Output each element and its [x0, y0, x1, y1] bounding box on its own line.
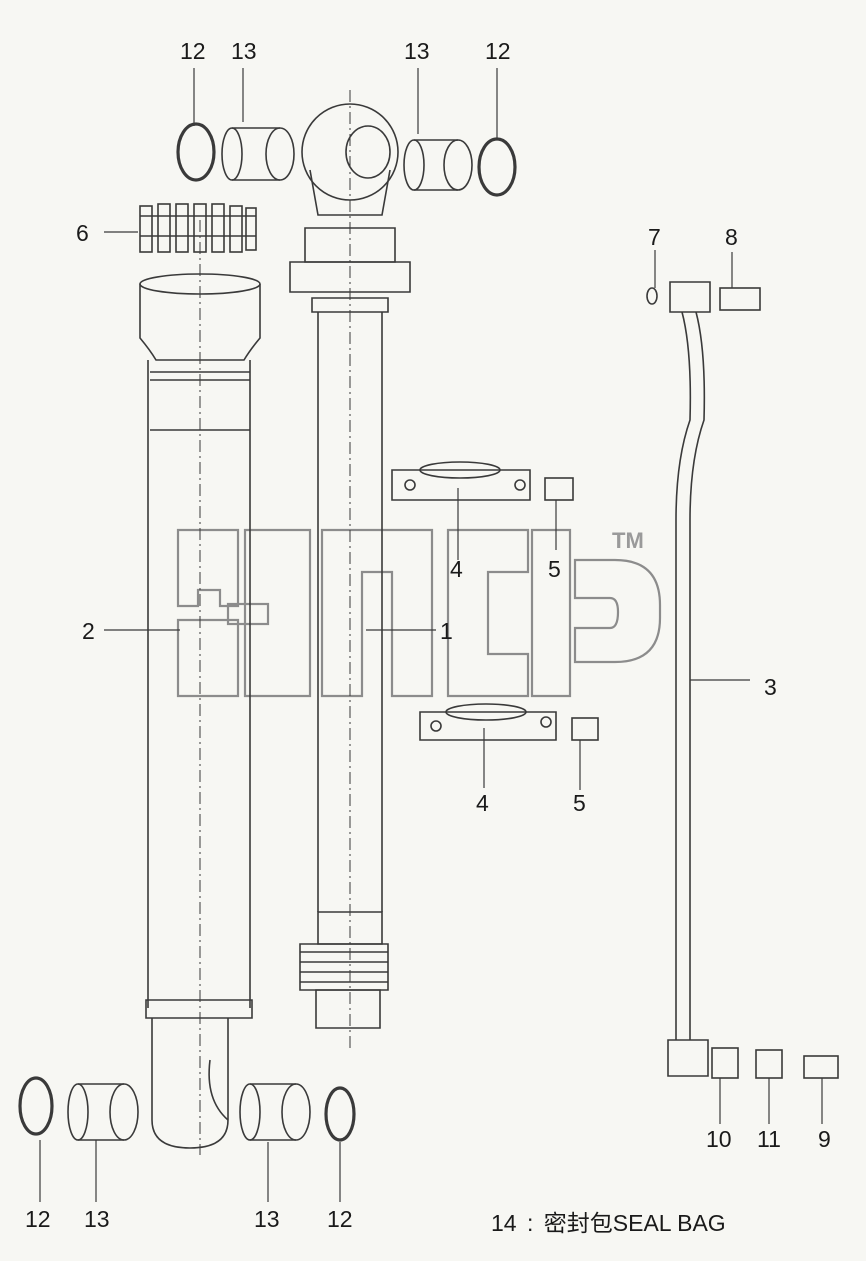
seal-bag-note: 14 : 密封包SEAL BAG — [491, 1204, 730, 1238]
block-part-5 — [544, 477, 599, 741]
callout-12-top-right: 12 — [485, 38, 511, 64]
callout-11: 11 — [757, 1126, 781, 1152]
callout-5-upper: 5 — [548, 556, 561, 582]
callout-9: 9 — [818, 1126, 831, 1152]
seal-ring-part-12 — [18, 122, 517, 1142]
callout-13-bottom-right: 13 — [254, 1206, 280, 1232]
cylinder-barrel-part-2 — [139, 220, 261, 1155]
callout-13-top-right: 13 — [404, 38, 430, 64]
callout-4-upper: 4 — [450, 556, 463, 582]
callout-12-bottom-left: 12 — [25, 1206, 51, 1232]
callout-8: 8 — [725, 224, 738, 250]
watermark-logo — [176, 528, 662, 698]
callout-12-bottom-right: 12 — [327, 1206, 353, 1232]
leader-lines — [39, 68, 823, 1202]
callout-13-top-left: 13 — [231, 38, 257, 64]
callout-1: 1 — [440, 618, 453, 644]
callout-4-lower: 4 — [476, 790, 489, 816]
callout-5-lower: 5 — [573, 790, 586, 816]
callout-3: 3 — [764, 674, 777, 700]
seal-note-separator: : — [526, 1210, 534, 1236]
callout-12-top-left: 12 — [180, 38, 206, 64]
pipe-part-3 — [667, 281, 711, 1077]
piston-rod-part-1 — [289, 90, 411, 1050]
callout-10: 10 — [706, 1126, 732, 1152]
seal-note-text: 密封包SEAL BAG — [543, 1210, 726, 1236]
bushing-part-13 — [67, 127, 473, 1141]
watermark-trademark: TM — [612, 528, 644, 553]
callout-7: 7 — [648, 224, 661, 250]
bolt-set-part-6 — [139, 203, 257, 253]
clamp-part-4-upper — [391, 461, 531, 501]
callout-6: 6 — [76, 220, 89, 246]
seal-note-number: 14 — [491, 1210, 517, 1236]
callout-2: 2 — [82, 618, 95, 644]
small-fittings — [646, 287, 839, 1079]
callout-13-bottom-left: 13 — [84, 1206, 110, 1232]
clamp-part-4-lower — [419, 703, 557, 741]
